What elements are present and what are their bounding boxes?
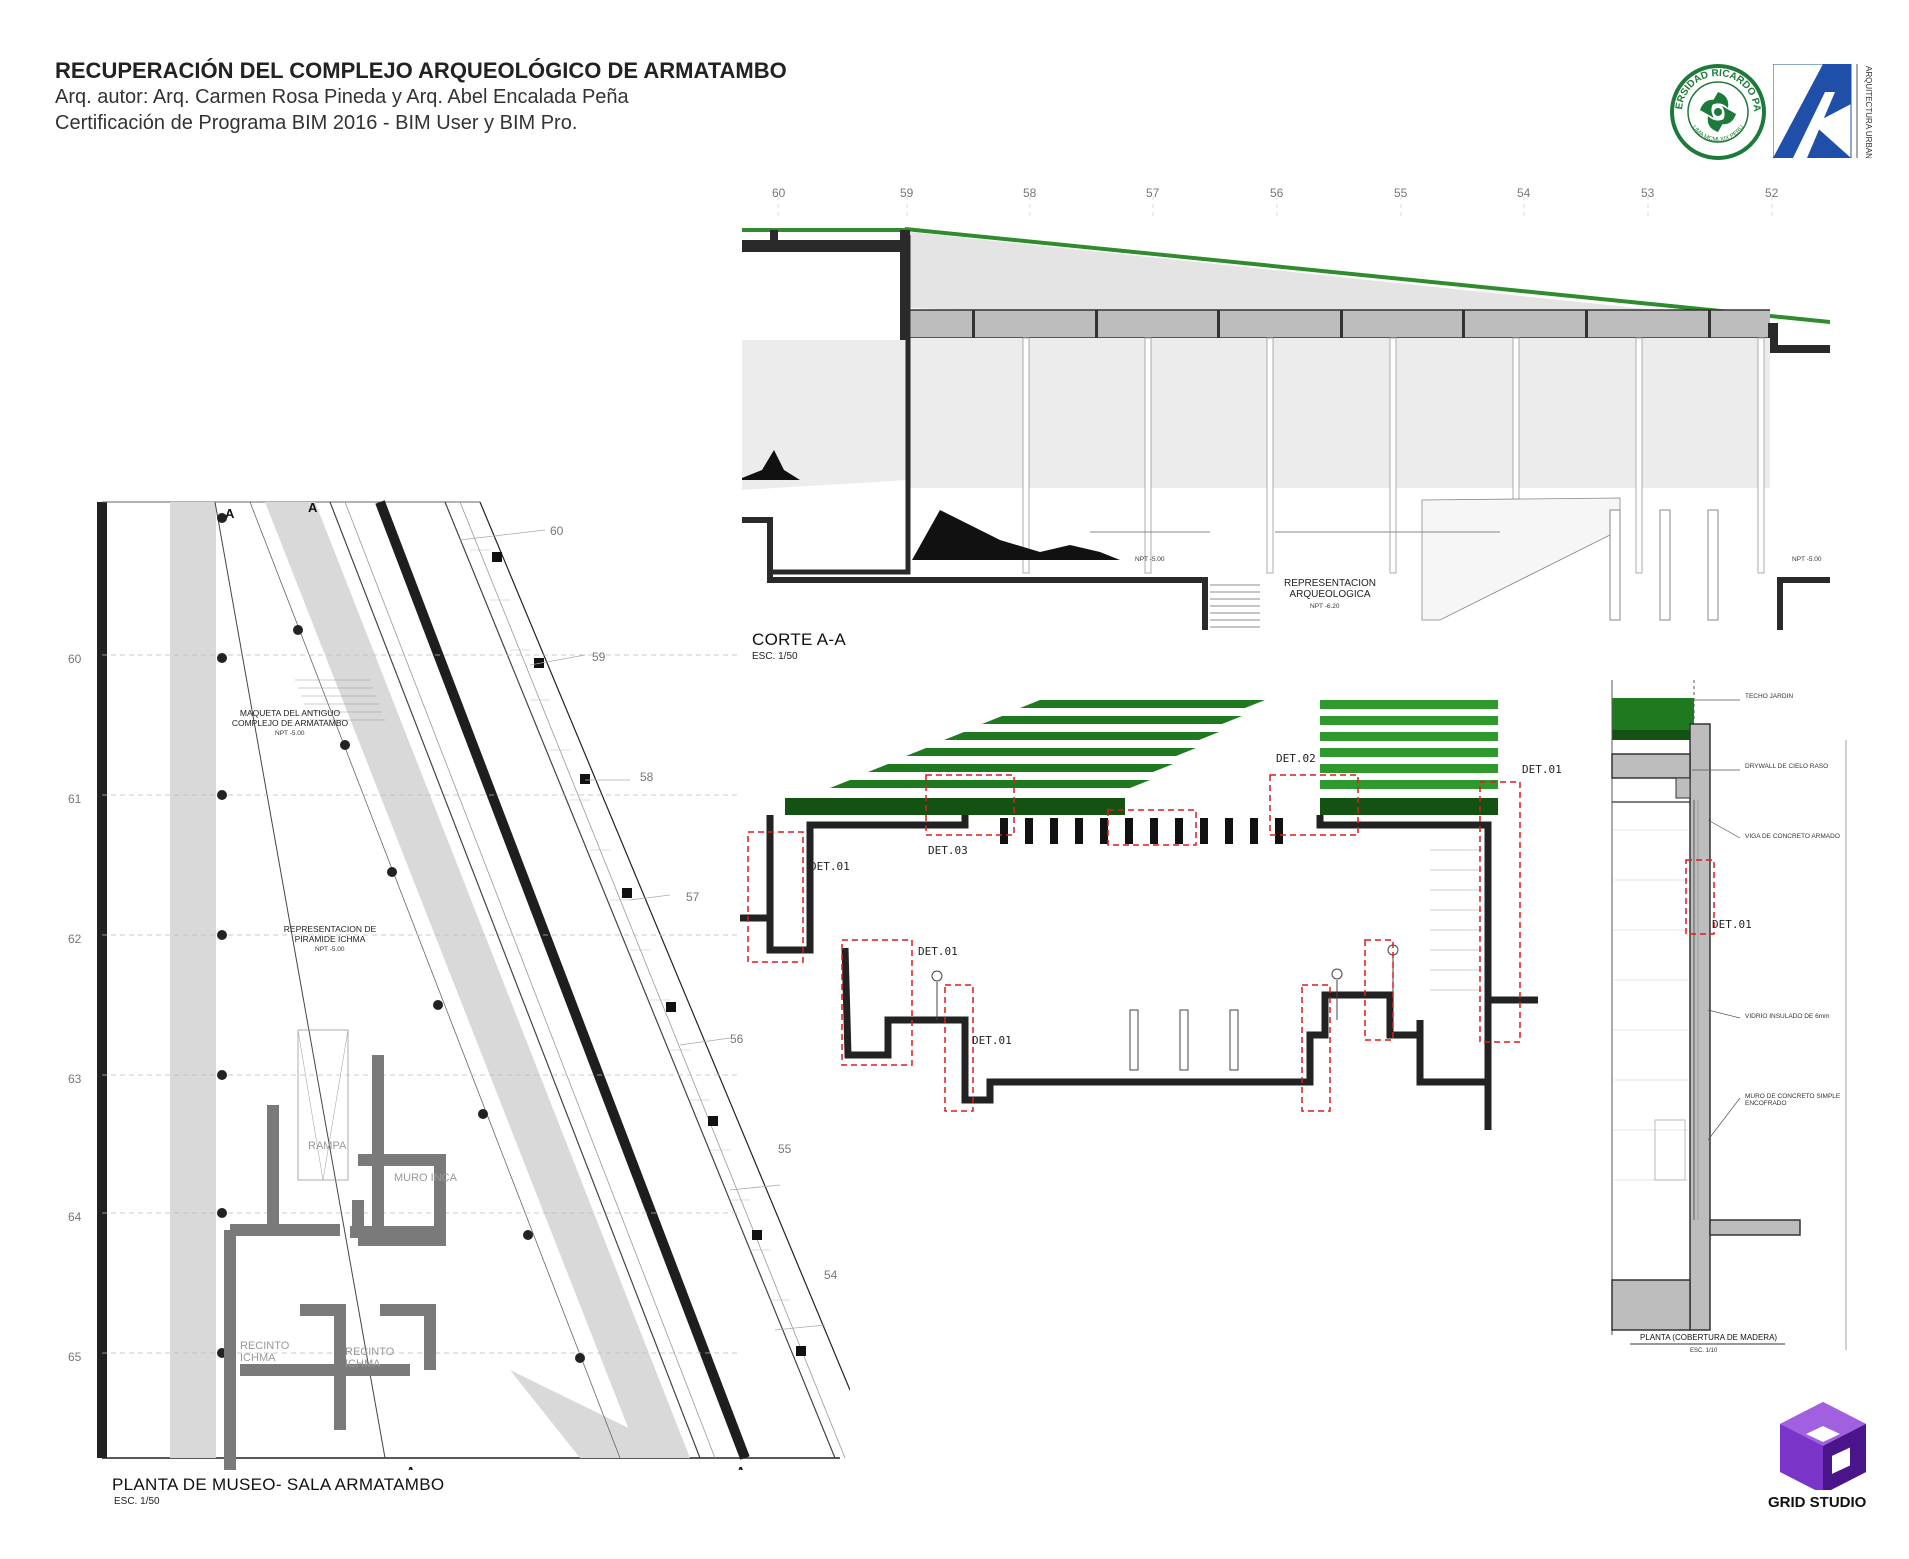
wall-detail-concrete xyxy=(1689,723,1711,1331)
section-axis-56: 56 xyxy=(1270,186,1284,200)
wall-detail-callout-box xyxy=(1685,859,1715,935)
grid-studio-logo-icon xyxy=(1780,1402,1866,1490)
section-axis-52: 52 xyxy=(1765,186,1779,200)
plan-diag-axis-55: 55 xyxy=(778,1142,792,1156)
section-green-roof xyxy=(742,227,1830,324)
sheet-program: Certificación de Programa BIM 2016 - BIM… xyxy=(55,112,578,134)
wall-callout-muro: MURO DE CONCRETO SIMPLE ENCOFRADO xyxy=(1745,1093,1841,1107)
section-axis-53: 53 xyxy=(1641,186,1655,200)
plan-diag-axis-59: 59 xyxy=(592,650,606,664)
plan-axis-63: 63 xyxy=(68,1072,82,1086)
wall-callout-vidrio: VIDRIO INSULADO DE 6mm xyxy=(1745,1013,1830,1020)
section-interior-fill xyxy=(910,338,1770,488)
detail-label-det03: DET.03 xyxy=(928,844,968,857)
plan-ramp xyxy=(297,1029,349,1181)
plan-label-recinto-1: RECINTO ICHMA xyxy=(240,1340,290,1364)
plan-label-rampa: RAMPA xyxy=(308,1140,347,1152)
detail-label-det01-left: DET.01 xyxy=(810,860,850,873)
detail-beam-blocks xyxy=(1000,818,1283,844)
section-mark-bottom-right: A xyxy=(736,1464,746,1470)
section-axis-59: 59 xyxy=(900,186,914,200)
section-npt-right: NPT -5.00 xyxy=(1792,556,1822,563)
section-aa-scale: ESC. 1/50 xyxy=(752,651,798,662)
detail-staircase xyxy=(1430,849,1482,991)
detail-lower-walls xyxy=(841,947,1488,1104)
section-axis-58: 58 xyxy=(1023,186,1037,200)
detail-left-slab xyxy=(766,815,969,954)
university-logo: UNIVERSIDAD RICARDO PALMA LIMA MCMLXIX P… xyxy=(1668,62,1766,160)
plan-column-dots xyxy=(217,513,585,1363)
plan-label-recinto-2: RECINTO ICHMA xyxy=(345,1346,395,1370)
grid-studio-name: GRID STUDIO xyxy=(1768,1494,1867,1511)
section-axis-60: 60 xyxy=(772,186,786,200)
plan-diag-axis-57: 57 xyxy=(686,890,700,904)
wall-callout-drywall: DRYWALL DE CIELO RASO xyxy=(1745,763,1829,770)
section-detail-drawing xyxy=(740,700,1538,1130)
plan-grey-band xyxy=(265,502,690,1458)
sheet-authors: Arq. autor: Arq. Carmen Rosa Pineda y Ar… xyxy=(55,86,629,108)
section-aa-drawing xyxy=(742,196,1830,630)
section-stairs xyxy=(1210,584,1260,628)
section-aa-caption: CORTE A-A xyxy=(752,630,847,649)
spiral-emblem-icon xyxy=(1700,92,1736,132)
plan-label-maqueta: MAQUETA DEL ANTIGUO COMPLEJO DE ARMATAMB… xyxy=(231,708,349,728)
section-axis-57: 57 xyxy=(1146,186,1160,200)
faculty-logo: ARQUITECTURA URBANISMO xyxy=(1773,64,1873,158)
plan-axis-65: 65 xyxy=(68,1350,82,1364)
plan-diag-axis-54: 54 xyxy=(824,1268,838,1282)
section-mark-top-left: A xyxy=(225,506,235,521)
section-mark-top: A xyxy=(308,500,318,515)
plan-label-piramide-npt: NPT -5.00 xyxy=(315,946,345,953)
plan-caption: PLANTA DE MUSEO- SALA ARMATAMBO xyxy=(112,1475,445,1494)
plan-hatch-strip xyxy=(470,549,790,1301)
section-axis-54: 54 xyxy=(1517,186,1531,200)
plan-label-muro-inca: MURO INCA xyxy=(394,1172,457,1184)
section-pyramid-model xyxy=(912,510,1120,560)
section-npt-left: NPT -5.00 xyxy=(1135,556,1165,563)
faculty-vertical-text: ARQUITECTURA URBANISMO xyxy=(1864,66,1873,158)
plan-inca-walls xyxy=(224,1055,446,1470)
plan-label-piramide: REPRESENTACION DE PIRAMIDE ICHMA xyxy=(283,924,377,944)
plan-axis-61: 61 xyxy=(68,792,82,806)
detail-label-det01-right: DET.01 xyxy=(1522,763,1562,776)
section-mark-bottom: A xyxy=(406,1464,416,1470)
wall-detail-det01: DET.01 xyxy=(1712,918,1752,931)
wall-detail-drawing xyxy=(1611,680,1847,1350)
plan-diag-axis-56: 56 xyxy=(730,1032,744,1046)
plan-diag-axis-60: 60 xyxy=(550,524,564,538)
wall-callout-viga: VIGA DE CONCRETO ARMADO xyxy=(1745,833,1840,840)
wall-callout-techo: TECHO JARDIN xyxy=(1745,693,1794,700)
section-label-npt: NPT -6.20 xyxy=(1310,603,1340,610)
detail-right-slab xyxy=(1316,815,1492,1130)
detail-green-roof-left xyxy=(785,700,1265,815)
section-label-representacion: REPRESENTACION ARQUEOLOGICA xyxy=(1283,578,1377,600)
museum-plan-drawing: A A A A xyxy=(97,500,850,1470)
plan-axis-62: 62 xyxy=(68,932,82,946)
plan-stairs xyxy=(295,679,385,721)
detail-label-det01-bottom: DET.01 xyxy=(972,1034,1012,1047)
plan-axis-64: 64 xyxy=(68,1210,82,1224)
wall-detail-scale: ESC. 1/10 xyxy=(1690,1348,1718,1354)
wall-detail-caption: PLANTA (COBERTURA DE MADERA) xyxy=(1640,1333,1778,1342)
plan-diagonal-wall xyxy=(375,500,750,1460)
plan-diag-axis-58: 58 xyxy=(640,770,654,784)
wall-detail-green-roof xyxy=(1612,698,1694,736)
sheet-title: RECUPERACIÓN DEL COMPLEJO ARQUEOLÓGICO D… xyxy=(55,58,787,83)
plan-grey-corridor xyxy=(170,502,216,1458)
detail-green-roof-right xyxy=(1320,700,1498,815)
detail-label-det02: DET.02 xyxy=(1276,752,1316,765)
plan-label-maqueta-npt: NPT -5.00 xyxy=(275,730,305,737)
section-axis-55: 55 xyxy=(1394,186,1408,200)
detail-label-det01-mid: DET.01 xyxy=(918,945,958,958)
plan-axis-60: 60 xyxy=(68,652,82,666)
plan-scale: ESC. 1/50 xyxy=(114,1496,160,1507)
detail-callout-boxes xyxy=(747,774,1521,1112)
